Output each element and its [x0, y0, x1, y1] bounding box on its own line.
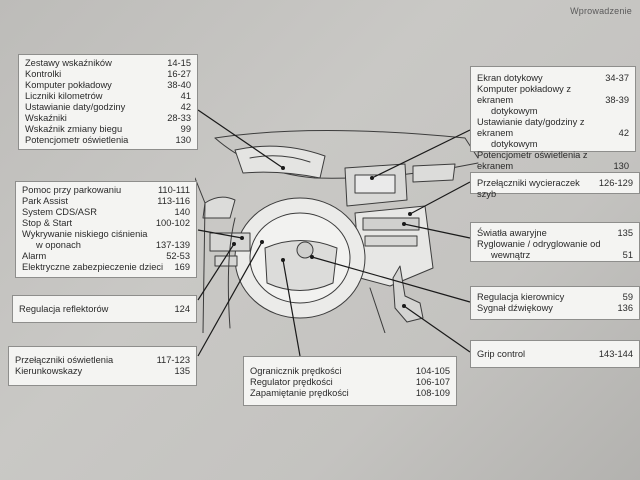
page-header-title: Wprowadzenie — [570, 6, 632, 16]
dashboard-illustration — [195, 130, 479, 333]
